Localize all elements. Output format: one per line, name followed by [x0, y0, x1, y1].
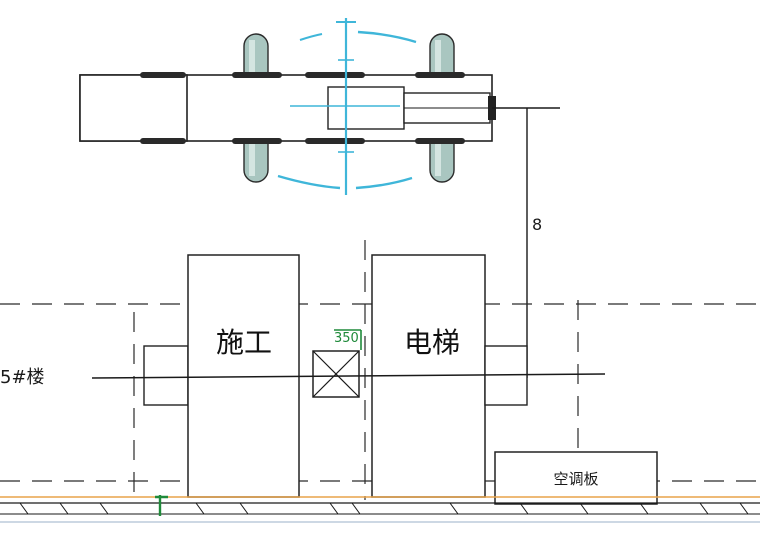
mast-dimension-label: 350 [334, 331, 359, 346]
tread-bottom-3 [305, 138, 365, 144]
elevator-cage-plan [79, 18, 496, 195]
base-slab [0, 495, 760, 523]
tread-top-2 [232, 72, 282, 78]
wall-tie: 8 [492, 107, 560, 378]
arc-bottom-right [355, 176, 413, 190]
building-reference: 5#楼 [0, 367, 606, 388]
green-marker [155, 495, 168, 516]
tread-top-3 [305, 72, 365, 78]
left-car-label: 施工 [216, 326, 272, 359]
tread-top-4 [415, 72, 465, 78]
arc-top-left [299, 33, 323, 41]
ac-panel-box [494, 451, 658, 505]
tread-bottom-1 [140, 138, 186, 144]
inner-box-left [327, 86, 405, 130]
arc-bottom-left [277, 174, 341, 190]
frame-left-section [79, 74, 188, 142]
building-edge-line [91, 373, 606, 379]
slab-hatch [19, 502, 749, 515]
tread-bottom-2 [232, 138, 282, 144]
tread-top-1 [140, 72, 186, 78]
right-car-label: 电梯 [404, 326, 460, 359]
tread-bottom-4 [415, 138, 465, 144]
ac-panel-label: 空调板 [553, 470, 598, 488]
arc-top-right [357, 30, 417, 44]
tie-distance-label: 8 [532, 215, 542, 234]
mast-diagonal-2 [312, 350, 360, 398]
ac-panel: 空调板 [494, 451, 658, 505]
building-label: 5#楼 [0, 367, 45, 388]
left-car-bracket [143, 345, 189, 406]
